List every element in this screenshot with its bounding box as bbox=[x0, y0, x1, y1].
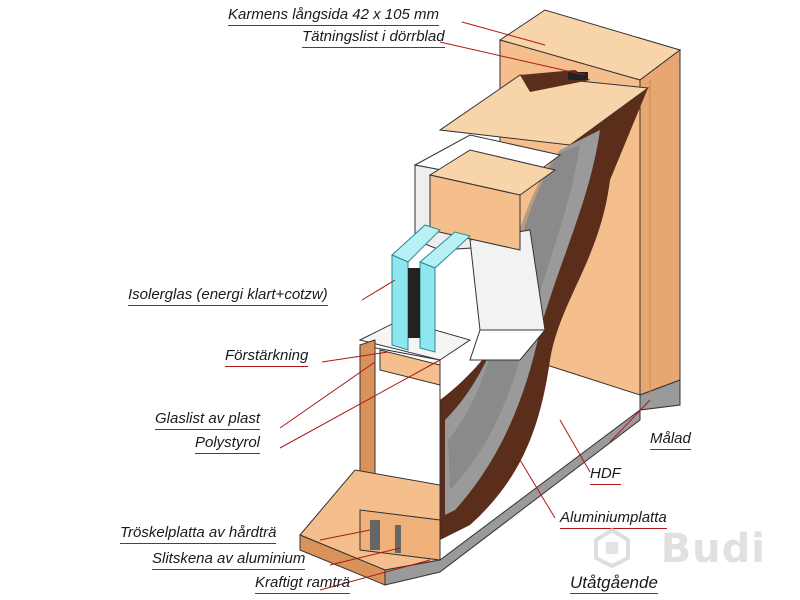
label-slitskena: Slitskena av aluminium bbox=[152, 550, 306, 570]
watermark: Budi bbox=[660, 526, 766, 572]
label-tatningslist: Tätningslist i dörrblad bbox=[302, 28, 445, 48]
threshold bbox=[299, 409, 641, 586]
label-polystyrol: Polystyrol bbox=[195, 434, 261, 454]
label-utatgaende: Utåtgående bbox=[570, 573, 658, 594]
label-karmens: Karmens långsida 42 x 105 mm bbox=[228, 6, 439, 26]
label-isolerglas: Isolerglas (energi klart+cotzw) bbox=[128, 286, 328, 306]
label-troskelplatta: Tröskelplatta av hårdträ bbox=[120, 524, 277, 544]
leader-lines bbox=[279, 21, 651, 591]
label-malad: Målad bbox=[650, 430, 691, 450]
watermark-logo-icon bbox=[594, 528, 630, 568]
label-forstarkning: Förstärkning bbox=[225, 347, 309, 367]
door-leaf-top bbox=[438, 70, 650, 146]
label-hdf: HDF bbox=[590, 465, 621, 485]
label-kraftigt-ramtra: Kraftigt ramträ bbox=[255, 574, 351, 594]
label-glaslist: Glaslist av plast bbox=[155, 410, 261, 430]
label-aluminiumplatta: Aluminiumplatta bbox=[560, 509, 667, 529]
insulating-glass bbox=[391, 224, 472, 353]
reinforcement-upper bbox=[428, 149, 557, 251]
